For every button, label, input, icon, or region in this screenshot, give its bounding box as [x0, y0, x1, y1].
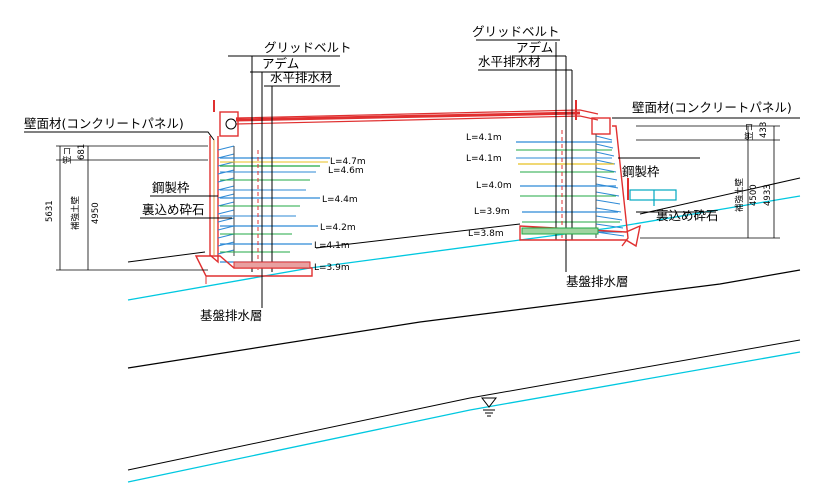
right-grid-belt-label: グリッドベルト [472, 24, 560, 39]
left-length-6: L=3.9m [314, 263, 350, 273]
right-base-drain-layer [521, 227, 599, 235]
right-facing-panel [612, 125, 629, 247]
left-dim-coping-value: 681 [77, 144, 87, 160]
left-dim-coping-label: 笠コ [62, 147, 73, 164]
right-dimensions [636, 125, 780, 239]
left-backfill-label: 裏込め砕石 [142, 202, 205, 217]
road-slab [235, 109, 599, 125]
right-length-1: L=4.1m [466, 133, 502, 143]
right-base-drain-label: 基盤排水層 [566, 274, 629, 289]
ground-line-right [639, 177, 801, 215]
right-vertical-members [555, 42, 573, 240]
right-dim-wall-label: 補強土壁 [734, 177, 745, 212]
left-vertical-members [251, 60, 273, 272]
right-adem-label: アデム [516, 40, 553, 55]
ground-line-upper [127, 251, 206, 263]
left-length-4: L=4.2m [320, 223, 356, 233]
left-adem-label: アデム [262, 56, 299, 71]
left-dim-wall-value: 4950 [91, 202, 101, 224]
left-length-2: L=4.6m [328, 166, 364, 176]
right-length-4: L=3.9m [474, 207, 510, 217]
left-labels: グリッドベルト アデム 水平排水材 壁面材(コンクリートパネル) 鋼製枠 裏込め… [24, 40, 366, 323]
left-length-5: L=4.1m [314, 241, 350, 251]
left-length-1: L=4.7m [330, 157, 366, 167]
right-coping [591, 117, 611, 135]
left-base-drain-label: 基盤排水層 [200, 308, 263, 323]
left-base-drain-layer [233, 261, 311, 269]
left-grid-belt-label: グリッドベルト [264, 40, 352, 55]
right-dim-wall-value: 4500 [749, 184, 759, 206]
right-length-3: L=4.0m [476, 181, 512, 191]
right-dim-coping-label: 笠コ [744, 123, 755, 140]
terrain-lines [127, 177, 801, 483]
right-drain-pipe [629, 189, 677, 201]
water-level-icon [480, 397, 498, 417]
left-drain-label: 水平排水材 [270, 70, 333, 85]
left-dim-total: 5631 [45, 200, 55, 222]
left-reinforcement-layers [220, 157, 330, 263]
right-base [519, 224, 641, 248]
ground-line-lower [127, 269, 801, 369]
right-length-2: L=4.1m [466, 154, 502, 164]
left-length-3: L=4.4m [322, 195, 358, 205]
right-drain-label: 水平排水材 [478, 54, 541, 69]
right-steel-frame-label: 鋼製枠 [622, 164, 660, 179]
left-dim-wall-label: 補強土壁 [70, 195, 81, 230]
right-labels: グリッドベルト アデム 水平排水材 壁面材(コンクリートパネル) 鋼製枠 裏込め… [466, 24, 792, 289]
right-facing-label: 壁面材(コンクリートパネル) [632, 100, 792, 115]
left-facing-label: 壁面材(コンクリートパネル) [24, 116, 184, 131]
right-backfill-label: 裏込め砕石 [656, 208, 719, 223]
ground-line-bottom [127, 339, 801, 471]
right-wall [476, 39, 800, 272]
right-reinforcement-layers [516, 141, 622, 233]
left-wall [24, 55, 340, 308]
right-length-5: L=3.8m [468, 229, 504, 239]
left-coping [219, 111, 239, 137]
water-line-lower [127, 351, 801, 483]
right-dim-total: 4933 [763, 184, 773, 206]
left-dimensions [56, 145, 208, 271]
ground-line-mid [315, 223, 521, 249]
right-dim-coping-value: 433 [759, 122, 769, 138]
left-steel-frame-label: 鋼製枠 [152, 180, 190, 195]
